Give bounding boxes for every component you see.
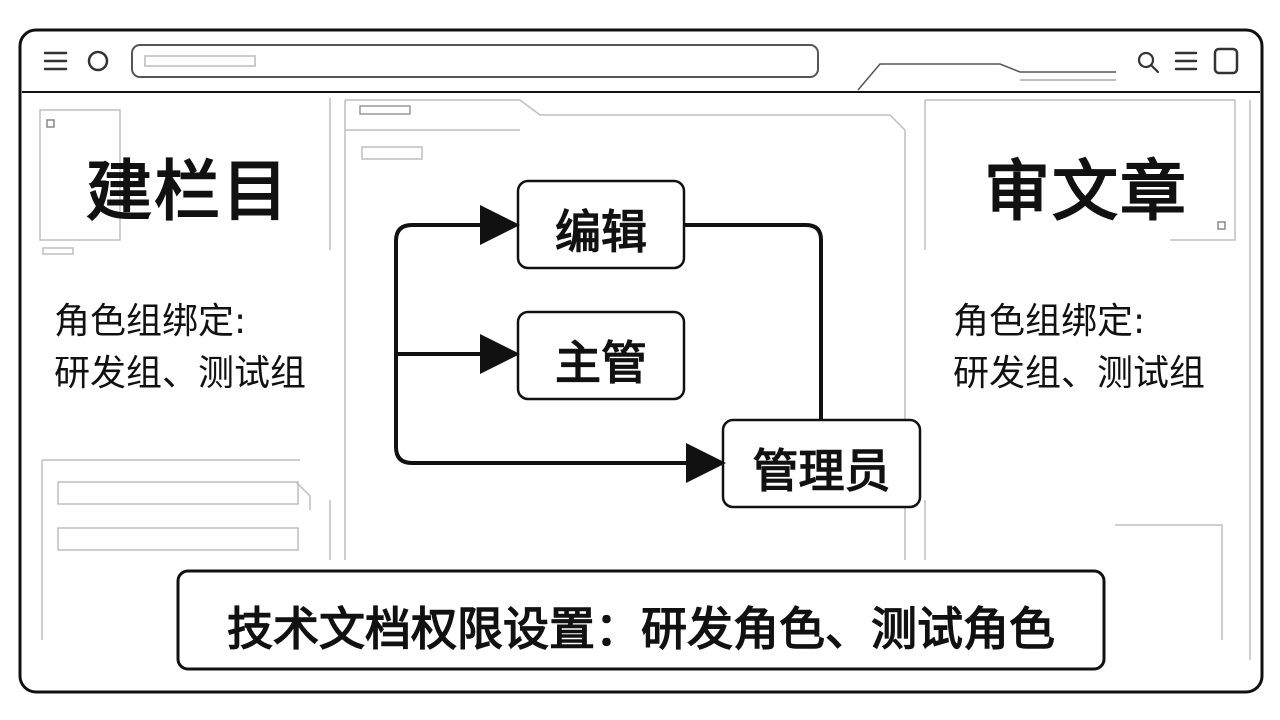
left-panel-note-line2: 研发组、测试组 (54, 353, 307, 394)
center-panel-wireframe (344, 99, 906, 560)
address-bar[interactable] (131, 44, 819, 78)
left-panel-wireframe (39, 98, 331, 640)
search-icon[interactable] (1137, 51, 1160, 74)
permission-banner-text: 技术文档权限设置：研发角色、测试角色 (227, 602, 1055, 656)
window-frame (18, 28, 1264, 694)
permission-banner (176, 569, 1106, 671)
editor-to-admin-connector (684, 223, 823, 420)
right-panel-note-line2: 研发组、测试组 (953, 353, 1206, 394)
address-bar-text-placeholder (144, 55, 256, 67)
right-panel-note-line1: 角色组绑定: (953, 301, 1146, 342)
supervisor-node-label: 主管 (555, 336, 647, 390)
left-panel-note-line1: 角色组绑定: (54, 301, 247, 342)
square-icon[interactable] (1213, 47, 1239, 75)
right-panel-title: 审文章 (984, 153, 1188, 230)
left-panel-title: 建栏目 (86, 153, 290, 230)
menu-icon[interactable] (43, 51, 68, 71)
menu-icon-right[interactable] (1174, 51, 1198, 71)
admin-node-label: 管理员 (752, 444, 891, 498)
branch-trunk (394, 223, 712, 465)
right-panel-wireframe (924, 99, 1251, 660)
tab-outline (857, 63, 1116, 91)
circle-icon[interactable] (87, 50, 109, 72)
editor-node-label: 编辑 (555, 205, 647, 259)
